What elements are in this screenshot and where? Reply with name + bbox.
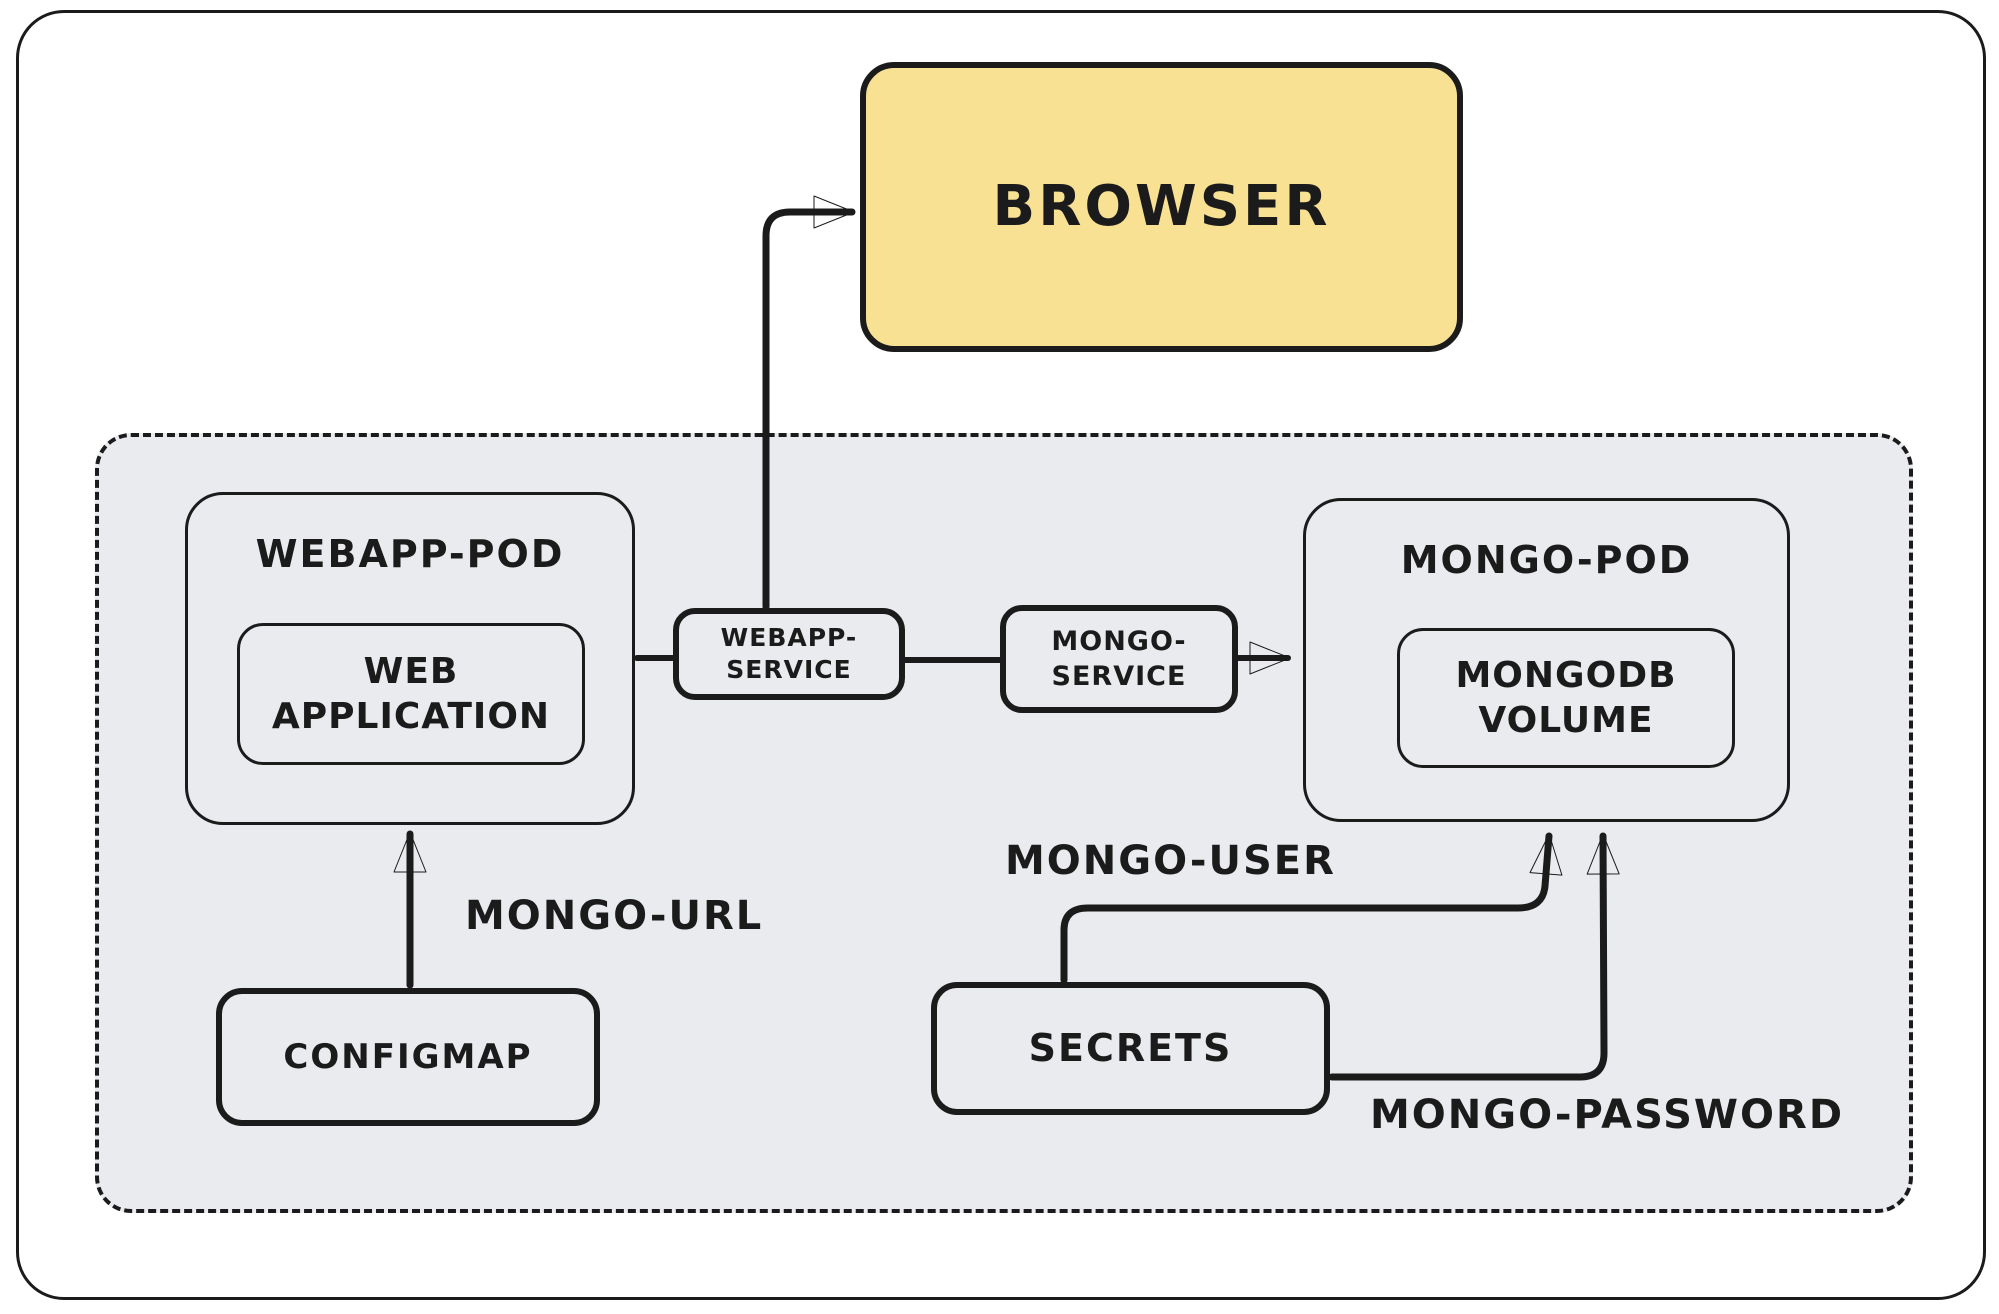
node-web-application: WEB APPLICATION (237, 623, 585, 765)
webapp-pod-label: WEBAPP-POD (255, 532, 565, 576)
node-mongodb-volume: MONGODB VOLUME (1397, 628, 1735, 768)
node-browser: BROWSER (860, 62, 1463, 352)
mongo-service-label-line2: SERVICE (1051, 661, 1187, 692)
mongo-service-label-line1: MONGO- (1051, 625, 1187, 657)
edge-label-mongo-user: MONGO-USER (1005, 838, 1336, 884)
edge-label-mongo-url: MONGO-URL (465, 893, 764, 939)
secrets-label: SECRETS (1028, 1025, 1233, 1070)
mongodb-volume-label-line2: VOLUME (1478, 700, 1654, 741)
web-application-label-line2: APPLICATION (271, 696, 551, 737)
node-secrets: SECRETS (931, 982, 1330, 1115)
configmap-label: CONFIGMAP (283, 1036, 533, 1077)
webapp-service-label-line1: WEBAPP- (720, 622, 858, 652)
node-webapp-pod: WEBAPP-POD (185, 492, 635, 825)
mongo-pod-label: MONGO-POD (1400, 538, 1693, 582)
webapp-service-label-line2: SERVICE (726, 655, 852, 684)
node-mongo-service: MONGO- SERVICE (1000, 605, 1238, 713)
mongodb-volume-label-line1: MONGODB (1455, 655, 1677, 696)
node-webapp-service: WEBAPP- SERVICE (673, 608, 905, 700)
outer-frame (16, 10, 1986, 1300)
browser-label: BROWSER (992, 174, 1331, 239)
node-mongo-pod: MONGO-POD (1303, 498, 1790, 822)
edge-label-mongo-password: MONGO-PASSWORD (1370, 1092, 1845, 1138)
node-configmap: CONFIGMAP (216, 988, 600, 1126)
web-application-label-line1: WEB (363, 651, 459, 692)
